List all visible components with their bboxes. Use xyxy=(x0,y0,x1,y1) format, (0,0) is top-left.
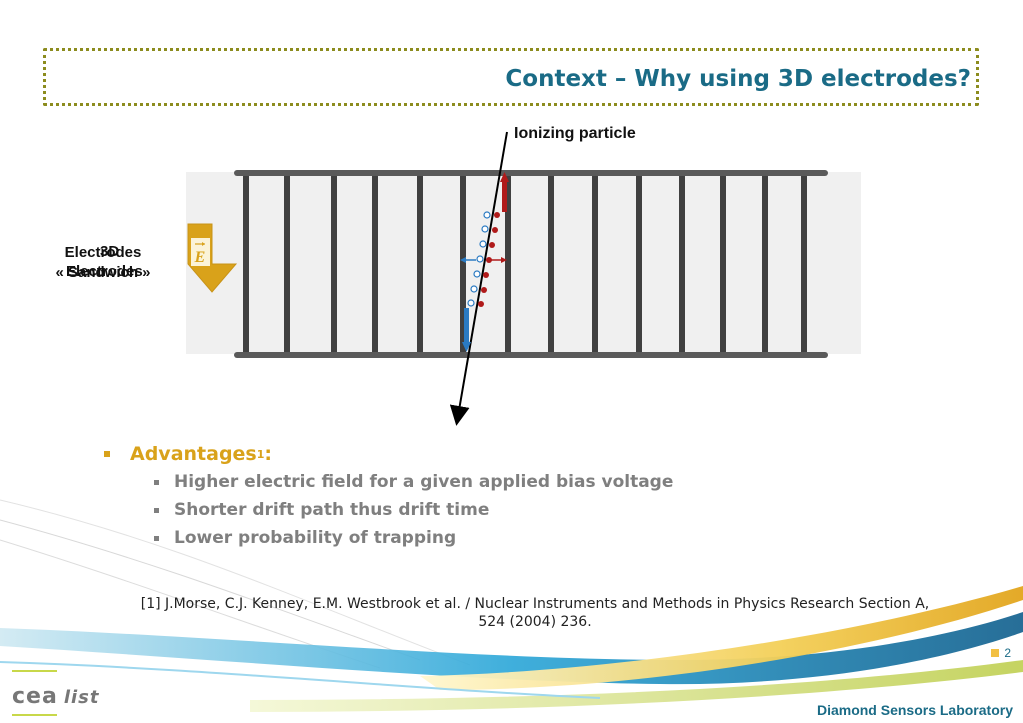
footnote-marker: 1 xyxy=(256,447,265,461)
column-electrode xyxy=(636,176,642,352)
overlay-label-electrodes: Electrodes xyxy=(66,263,143,280)
column-electrode xyxy=(417,176,423,352)
reference: [1] J.Morse, C.J. Kenney, E.M. Westbrook… xyxy=(60,595,1010,631)
slide-title: Context – Why using 3D electrodes? xyxy=(505,66,971,92)
diamond-substrate xyxy=(186,172,861,354)
swoosh-green xyxy=(250,660,1023,712)
footer-lab-name: Diamond Sensors Laboratory xyxy=(816,702,1013,718)
electrodes-label: Electrodes « Sandwich » xyxy=(28,243,178,283)
electron xyxy=(479,240,487,248)
electron-drift-bar xyxy=(464,308,469,346)
list-item: Higher electric field for a given applie… xyxy=(154,468,673,496)
column-electrode xyxy=(460,176,466,352)
list-item: Lower probability of trapping xyxy=(154,524,673,552)
column-electrode xyxy=(331,176,337,352)
hole-drift-bar xyxy=(502,180,507,212)
electron xyxy=(467,299,475,307)
column-electrode xyxy=(548,176,554,352)
hole xyxy=(478,301,484,307)
swoosh-light-lines xyxy=(0,519,421,661)
holes xyxy=(478,212,500,307)
electron xyxy=(483,211,491,219)
swoosh-yellow xyxy=(420,586,1023,690)
overlay-label-3d: 3D xyxy=(100,243,120,260)
column-electrode xyxy=(243,176,249,352)
electrons xyxy=(467,211,491,307)
particle-label: Ionizing particle xyxy=(514,125,636,142)
reference-line1: [1] J.Morse, C.J. Kenney, E.M. Westbrook… xyxy=(140,596,930,612)
hole xyxy=(483,272,489,278)
logo-list: list xyxy=(63,687,100,708)
hole xyxy=(494,212,500,218)
bullet-square-icon xyxy=(154,507,159,513)
bullet-square-icon xyxy=(104,451,110,457)
column-electrode xyxy=(372,176,378,352)
column-electrode xyxy=(505,176,511,352)
column-electrode xyxy=(679,176,685,352)
particle-track xyxy=(449,131,508,426)
column-electrode xyxy=(284,176,290,352)
hole-drift-arrow xyxy=(500,172,509,182)
field-symbol: E xyxy=(194,249,206,266)
list-item-text: Higher electric field for a given applie… xyxy=(174,472,674,492)
logo-cea: cea xyxy=(12,684,58,709)
bullet-square-icon xyxy=(154,479,159,485)
swoosh-blue xyxy=(0,612,1023,685)
list-item-text: Lower probability of trapping xyxy=(174,528,457,548)
column-electrode xyxy=(801,176,807,352)
electron xyxy=(476,255,484,263)
advantages-heading-text: Advantages xyxy=(130,443,257,465)
list-item: Shorter drift path thus drift time xyxy=(154,496,673,524)
electrodes-label-line1: Electrodes xyxy=(64,244,142,261)
top-electrode xyxy=(234,170,828,176)
hole xyxy=(489,242,495,248)
hole xyxy=(492,227,498,233)
bullet-square-icon xyxy=(154,535,159,541)
logo-divider-top xyxy=(12,670,57,672)
bottom-electrode xyxy=(234,352,828,358)
page-square-icon xyxy=(991,649,1000,657)
electron xyxy=(470,285,478,293)
reference-line2: 524 (2004) 236. xyxy=(478,614,592,630)
column-electrodes xyxy=(243,176,807,352)
advantages-heading-colon: : xyxy=(264,443,273,465)
electron xyxy=(473,270,481,278)
hole xyxy=(486,257,492,263)
column-electrode xyxy=(592,176,598,352)
page-number-text: 2 xyxy=(1004,646,1011,660)
logo-divider-bottom xyxy=(12,714,57,716)
electron xyxy=(481,225,489,233)
list-item-text: Shorter drift path thus drift time xyxy=(174,500,490,520)
electrodes-label-line2: « Sandwich » xyxy=(55,264,151,281)
electron-drift-arrow xyxy=(462,342,471,352)
column-electrode xyxy=(762,176,768,352)
title-frame xyxy=(43,48,979,106)
hole xyxy=(481,287,487,293)
column-electrode xyxy=(720,176,726,352)
page-number: 2 xyxy=(991,646,1011,660)
